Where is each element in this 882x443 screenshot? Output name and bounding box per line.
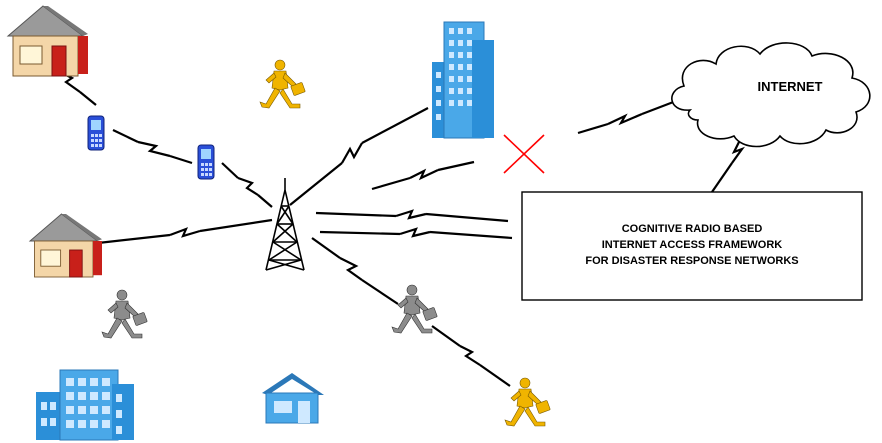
- link-tower-person: [311, 237, 399, 305]
- link-phone-phone: [112, 129, 193, 165]
- link-phone-tower: [221, 162, 273, 208]
- link-blocked-cloud: [577, 99, 677, 135]
- framework-line-2: INTERNET ACCESS FRAMEWORK: [602, 239, 783, 251]
- walking-person-icon: [391, 284, 438, 334]
- internet-label: INTERNET: [758, 79, 823, 94]
- mobile-phone-icon: [87, 115, 105, 151]
- radio-tower-icon: [265, 178, 305, 271]
- mobile-phone-icon: [197, 144, 215, 180]
- framework-line-3: FOR DISASTER RESPONSE NETWORKS: [585, 255, 798, 267]
- link-tower-box-2: [319, 227, 513, 240]
- walking-person-icon: [101, 289, 148, 339]
- internet-cloud-icon: INTERNET: [671, 42, 871, 148]
- walking-person-icon: [504, 377, 551, 427]
- link-tower-house: [97, 218, 273, 245]
- office-building-icon: [432, 21, 494, 139]
- office-building-icon: [36, 369, 134, 441]
- framework-line-1: COGNITIVE RADIO BASED: [622, 223, 763, 235]
- link-tower-box-1: [315, 209, 509, 223]
- link-tower-blocked: [371, 160, 475, 191]
- house-icon: [7, 5, 89, 77]
- broken-link-cross-icon: [503, 134, 545, 174]
- house-icon: [29, 213, 103, 278]
- framework-box: COGNITIVE RADIO BASED INTERNET ACCESS FR…: [521, 191, 863, 301]
- link-person-person: [431, 325, 511, 387]
- wireless-links: [49, 61, 745, 387]
- house-icon: [262, 373, 324, 424]
- link-tower-building: [289, 107, 429, 206]
- walking-person-icon: [259, 59, 306, 109]
